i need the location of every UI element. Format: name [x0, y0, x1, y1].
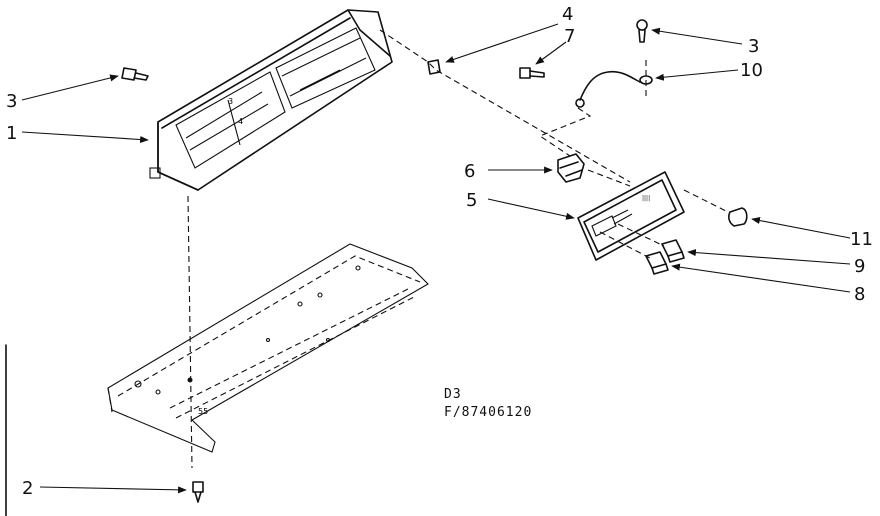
- callout-8: 8: [854, 284, 865, 305]
- callout-5: 5: [466, 190, 477, 211]
- callout-6: 6: [464, 161, 475, 182]
- screw-3-left-icon: [121, 67, 149, 81]
- svg-text:3: 3: [228, 97, 233, 106]
- alignment-line-screw: [187, 195, 193, 469]
- callout-11: 11: [850, 229, 873, 250]
- callout-4: 4: [562, 4, 573, 25]
- screw-7-icon: [519, 67, 545, 79]
- control-panel-housing: 3 4: [149, 9, 393, 191]
- callout-10: 10: [740, 60, 763, 81]
- alignment-line-bracket: [538, 107, 592, 157]
- bezel-5: ||||: [577, 171, 685, 261]
- knob-9-icon: [661, 239, 685, 263]
- ground-wire: [579, 70, 641, 101]
- alignment-lines-knobs: [599, 223, 665, 259]
- callout-1: 1: [6, 123, 17, 144]
- svg-text:55: 55: [198, 407, 208, 416]
- leader-arrows: [21, 23, 851, 494]
- callout-2: 2: [22, 478, 33, 499]
- callout-3-right: 3: [748, 36, 759, 57]
- svg-text:||||: ||||: [642, 195, 650, 202]
- alignment-line-bracket-bezel: [587, 169, 631, 187]
- screw-2-icon: [192, 481, 204, 503]
- bracket-6-icon: [557, 153, 585, 183]
- washer-10-icon: [639, 60, 653, 100]
- figure-code-line2: F/87406120: [444, 405, 532, 420]
- callout-9: 9: [854, 256, 865, 277]
- callout-7: 7: [564, 26, 575, 47]
- clip-4-icon: [427, 59, 441, 75]
- callout-3-left: 3: [6, 91, 17, 112]
- console-top-outline: 55: [107, 243, 429, 453]
- knob-8-icon: [645, 251, 669, 275]
- lamp-11-icon: [728, 207, 748, 227]
- svg-text:4: 4: [238, 117, 243, 126]
- alignment-line-lamp: [683, 189, 729, 213]
- screw-3-right-icon: [636, 19, 648, 43]
- alignment-line-bezel: [379, 29, 631, 183]
- figure-code-line1: D3: [444, 387, 462, 402]
